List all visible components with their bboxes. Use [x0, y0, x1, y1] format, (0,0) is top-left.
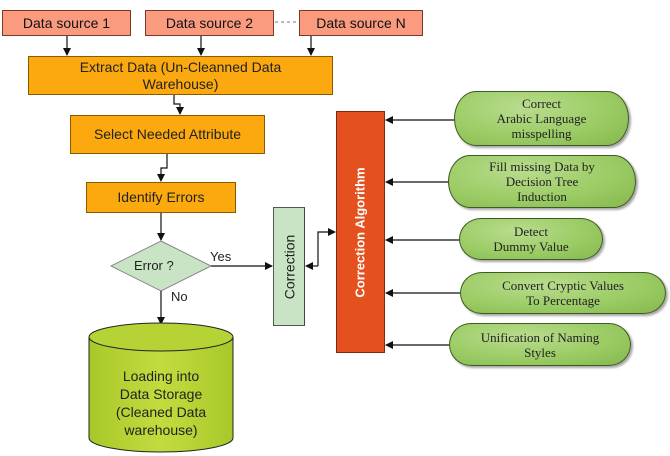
- correction-box: Correction: [273, 207, 305, 326]
- arrow-extract-to-select: [173, 95, 184, 115]
- technique-line: To Percentage: [526, 293, 600, 308]
- technique-line: Correct: [522, 96, 561, 111]
- technique-detect-dummy-value: Detect Dummy Value: [459, 218, 603, 260]
- technique-line: Unification of Naming: [480, 329, 600, 345]
- correction-algorithm-label: Correction Algorithm: [353, 166, 368, 298]
- technique-line: Convert Cryptic Values: [502, 278, 624, 293]
- arrow-correction-to-algorithm: [317, 228, 336, 266]
- yes-label: Yes: [210, 249, 232, 264]
- correction-label: Correction: [281, 234, 297, 299]
- storage-cylinder: [88, 322, 234, 453]
- technique-arabic-misspelling: Correct Arabic Language misspelling: [454, 91, 629, 146]
- technique-line: Induction: [517, 189, 567, 204]
- storage-line: warehouse): [124, 422, 198, 438]
- data-source-1: Data source 1: [2, 10, 131, 36]
- correction-algorithm-box: Correction Algorithm: [336, 111, 385, 353]
- extract-data-step: Extract Data (Un-Cleanned Data Warehouse…: [28, 56, 333, 95]
- technique-line: Styles: [524, 344, 556, 360]
- identify-errors-step: Identify Errors: [86, 182, 236, 213]
- technique-line: Decision Tree: [505, 174, 579, 189]
- arrow-select-to-identify: [157, 154, 168, 182]
- technique-line: Fill missing Data by: [489, 159, 595, 174]
- technique-line: Arabic Language: [496, 111, 587, 126]
- select-attribute-step: Select Needed Attribute: [70, 115, 265, 154]
- data-source-2: Data source 2: [145, 10, 274, 36]
- storage-line: Data Storage: [119, 386, 203, 402]
- data-source-n: Data source N: [299, 10, 423, 36]
- no-label: No: [171, 289, 188, 304]
- data-source-1-label: Data source 1: [22, 15, 111, 31]
- data-source-n-label: Data source N: [316, 15, 406, 31]
- data-source-2-label: Data source 2: [165, 15, 254, 31]
- decision-label: Error ?: [134, 258, 174, 273]
- storage-line: (Cleaned Data: [115, 404, 207, 420]
- select-attribute-label: Select Needed Attribute: [93, 126, 242, 142]
- storage-line: Loading into: [122, 368, 200, 384]
- identify-errors-label: Identify Errors: [117, 189, 205, 205]
- storage-label: Loading into Data Storage (Cleaned Data …: [95, 367, 227, 439]
- technique-unification-naming-styles: Unification of Naming Styles: [449, 323, 631, 366]
- technique-line: Detect: [514, 224, 548, 239]
- technique-line: Dummy Value: [493, 239, 569, 254]
- technique-line: misspelling: [511, 126, 572, 141]
- extract-data-label: Extract Data (Un-Cleanned Data Warehouse…: [79, 58, 282, 92]
- technique-convert-cryptic-values: Convert Cryptic Values To Percentage: [460, 272, 666, 314]
- technique-fill-missing-data: Fill missing Data by Decision Tree Induc…: [448, 155, 636, 208]
